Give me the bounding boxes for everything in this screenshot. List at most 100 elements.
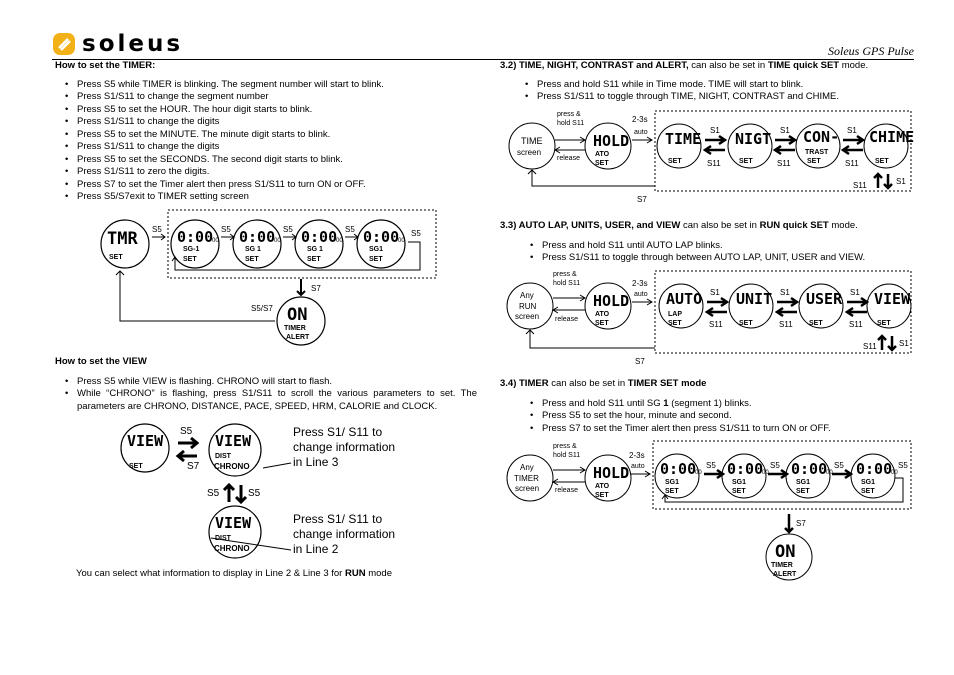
svg-text:S5: S5 [207,488,220,499]
view-section: How to set the VIEW Press S5 while VIEW … [55,356,477,413]
watch-display-seg: 0:00 00 SG-1 SET [170,219,220,269]
svg-text:hold S11: hold S11 [553,280,580,287]
s33-heading: 3.3) AUTO LAP, UNITS, USER, and VIEW can… [500,220,858,231]
s34-steps: Press and hold S11 until SG 1 (segment 1… [500,398,915,436]
svg-text:HOLD: HOLD [593,132,629,150]
svg-text:S11: S11 [709,320,723,329]
time-quick-set-diagram: TIME screen press & hold S11 release HOL… [505,108,915,208]
svg-text:SET: SET [861,488,875,495]
view-steps: Press S5 while VIEW is flashing. CHRONO … [55,376,477,414]
svg-text:ATO: ATO [595,151,610,158]
svg-text:00: 00 [398,238,405,244]
pointer-icon [210,537,292,551]
loop-arrow-icon [661,477,904,503]
svg-text:S5: S5 [834,461,844,470]
arrow-right-icon [705,134,728,146]
svg-text:CHIME: CHIME [869,128,914,146]
line2-note-1: Press S1/ S11 to [293,512,382,526]
arrow-left-icon [702,144,725,156]
svg-text:release: release [555,487,578,494]
arrow-right-icon [632,136,653,144]
svg-text:TIME: TIME [665,130,701,148]
arrow-right-icon [152,233,166,241]
svg-text:SET: SET [739,158,753,165]
svg-text:S1: S1 [710,126,720,135]
arrow-right-icon [178,436,200,450]
svg-text:HOLD: HOLD [593,292,629,310]
svg-text:SG 1: SG 1 [245,246,261,253]
watch-display-sec: 0:00 00 SG1 SET [356,219,406,269]
svg-text:SET: SET [595,492,609,499]
arrow-right-icon [832,468,854,480]
svg-text:S5: S5 [221,225,231,234]
list-item: Press S5 while TIMER is blinking. The se… [55,79,475,92]
svg-text:press &: press & [557,111,581,118]
svg-text:ATO: ATO [595,483,610,490]
svg-text:0:00: 0:00 [727,460,763,478]
run-quick-set-diagram: Any RUN screen press & hold S11 release … [505,268,915,368]
svg-text:0:00: 0:00 [239,228,275,246]
list-item: Press S5 while VIEW is flashing. CHRONO … [55,376,477,389]
svg-text:SG-1: SG-1 [183,246,199,253]
arrow-left-icon [844,306,867,318]
timer-set-diagram: Any TIMER screen press & hold S11 releas… [505,438,915,583]
svg-text:TIMER: TIMER [514,474,539,483]
arrow-right-icon [843,134,866,146]
svg-text:SET: SET [875,158,889,165]
list-item: Press S1/S11 to toggle through TIME, NIG… [515,91,915,104]
svg-text:AUTO: AUTO [666,290,702,308]
arrow-left-icon [704,306,727,318]
svg-text:S7: S7 [311,284,321,293]
view-note: You can select what information to displ… [76,568,392,579]
arrow-down-icon [887,336,897,352]
svg-text:release: release [557,155,580,162]
arrow-right-icon [632,298,653,306]
svg-text:ALERT: ALERT [773,571,797,578]
svg-text:TIMER: TIMER [771,562,793,569]
svg-text:S5: S5 [898,461,908,470]
svg-text:S11: S11 [849,320,863,329]
svg-text:ON: ON [287,305,307,325]
list-item: Press S5 to set the hour, minute and sec… [520,410,915,423]
svg-text:S11: S11 [707,159,721,168]
return-arrow-icon [115,270,275,322]
svg-text:SET: SET [369,256,383,263]
svg-text:S7: S7 [637,195,647,204]
list-item: Press S5 to set the SECONDS. The second … [55,154,475,167]
svg-text:SET: SET [245,256,259,263]
list-item: Press S1/S11 to zero the digits. [55,166,475,179]
svg-text:hold S11: hold S11 [557,120,584,127]
svg-text:VIEW: VIEW [127,432,164,450]
return-arrow-icon [525,329,655,349]
svg-text:LAP: LAP [668,311,682,318]
arrow-left-icon [552,478,585,486]
return-arrow-icon [527,169,655,187]
svg-text:S1: S1 [896,177,906,186]
svg-text:S5: S5 [152,225,162,234]
svg-text:ALERT: ALERT [286,334,310,341]
svg-text:S1: S1 [780,288,790,297]
svg-text:S5/S7: S5/S7 [251,304,273,313]
arrow-right-icon [707,296,730,308]
arrow-right-icon [847,296,870,308]
list-item: Press S1/S11 to change the digits [55,141,475,154]
svg-text:S7: S7 [187,461,200,472]
svg-text:CHRONO: CHRONO [214,544,250,553]
list-item: Press S7 to set the Timer alert then pre… [55,179,475,192]
arrow-up-icon [873,172,883,188]
svg-text:SET: SET [739,320,753,327]
svg-text:SET: SET [796,488,810,495]
list-item: Press S5 to set the MINUTE. The minute d… [55,129,475,142]
svg-text:00: 00 [826,470,833,476]
view-heading: How to set the VIEW [55,356,147,367]
svg-text:S11: S11 [845,159,859,168]
svg-text:screen: screen [515,484,539,493]
list-item: Press and hold S11 while in Time mode. T… [515,79,915,92]
timer-steps: Press S5 while TIMER is blinking. The se… [55,79,475,204]
line2-note-3: in Line 2 [293,542,339,556]
list-item: Press S1/S11 to change the segment numbe… [55,91,475,104]
svg-text:press &: press & [553,443,577,450]
svg-text:SET: SET [807,158,821,165]
watch-display-line3: VIEW DIST CHRONO [208,423,262,477]
arrow-right-icon [630,470,651,478]
